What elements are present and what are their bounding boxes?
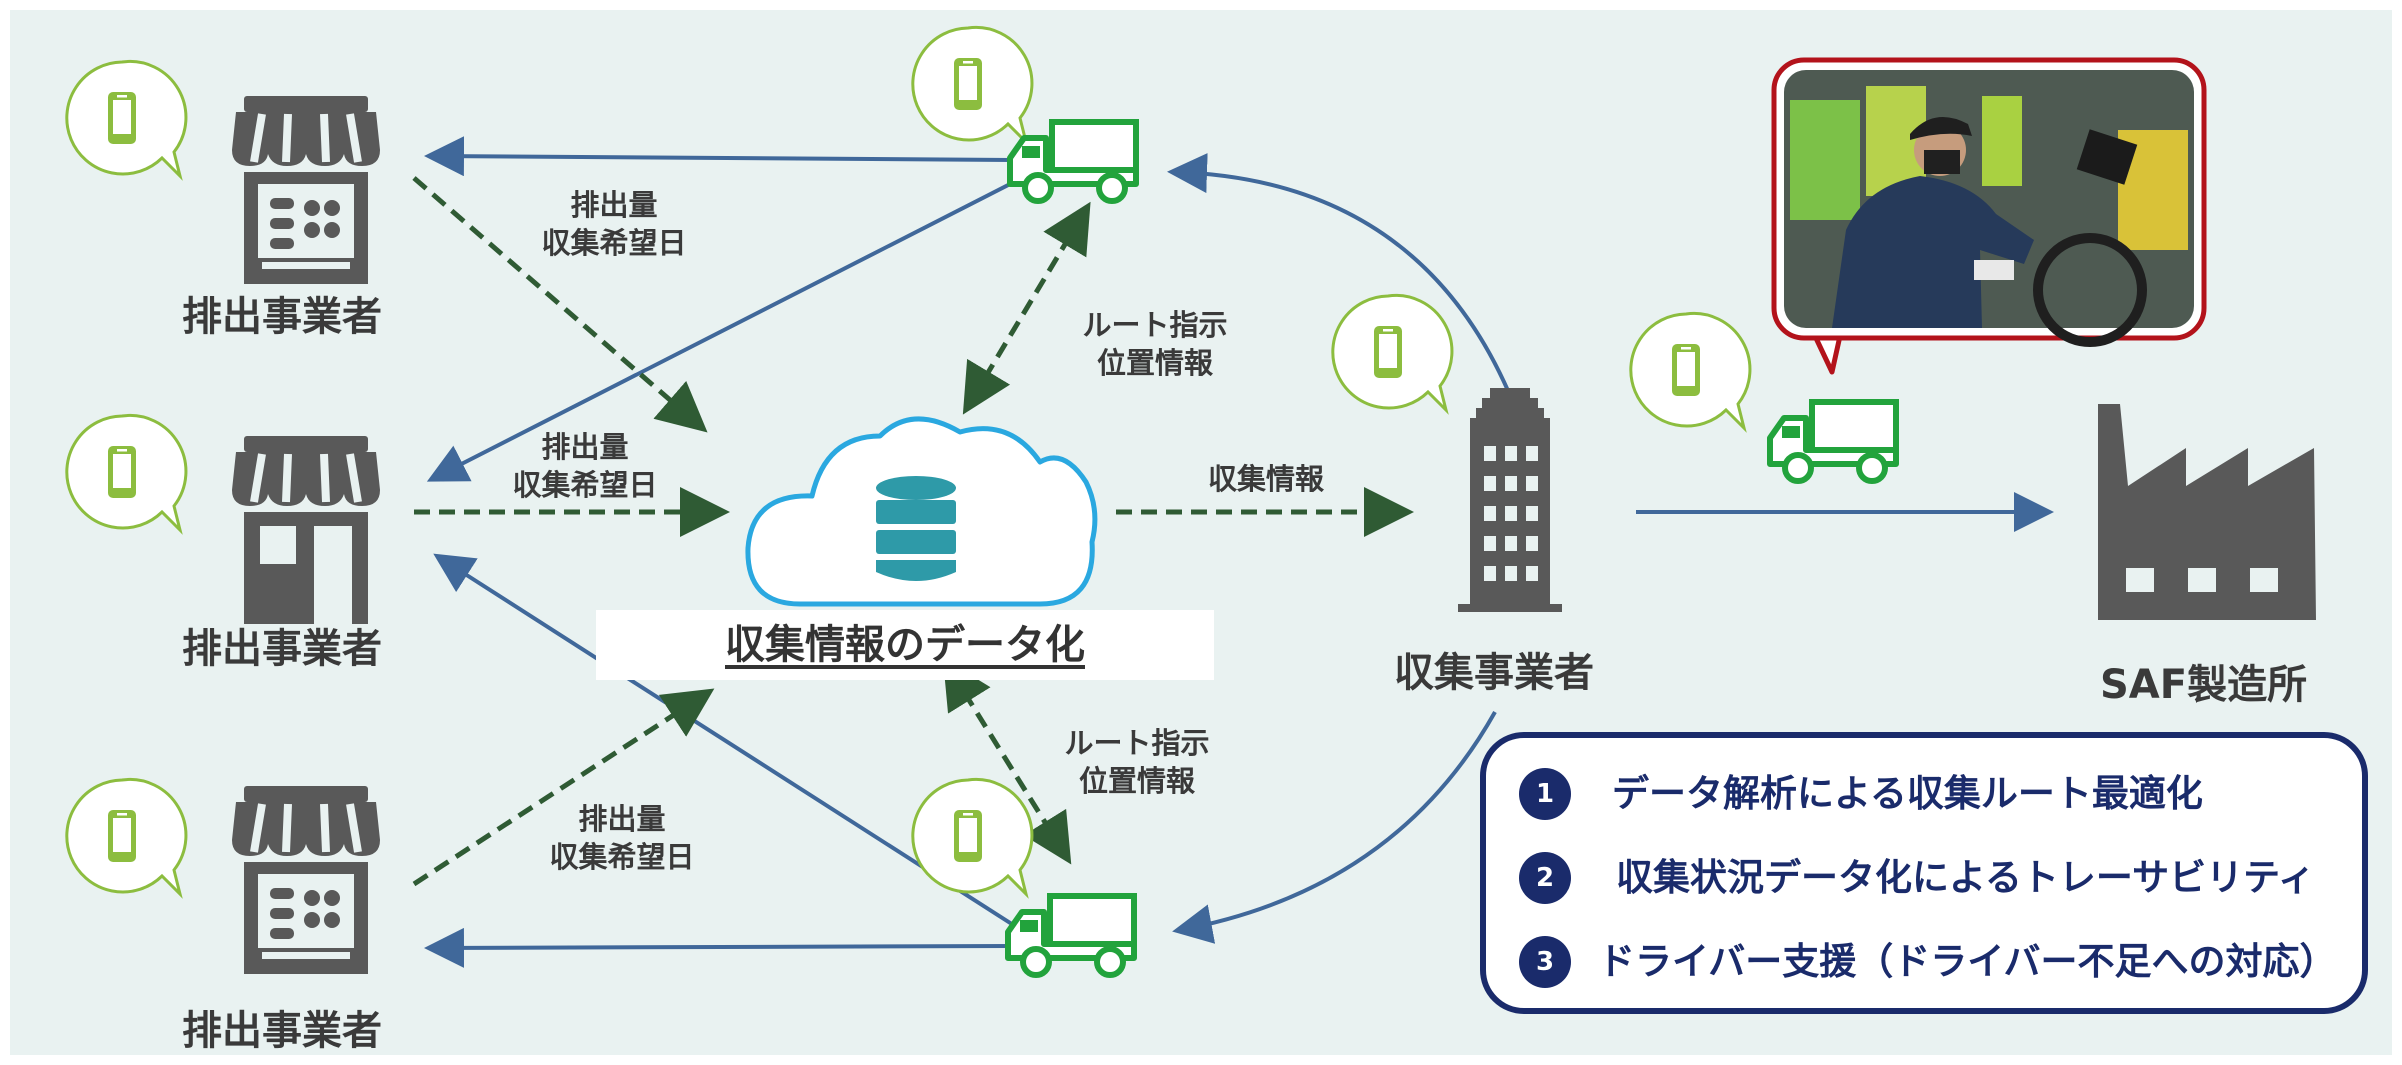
shop-icon xyxy=(232,436,380,624)
feature-text: 収集状況データ化によるトレーサビリティ xyxy=(1616,856,2315,899)
desired-date-text: 収集希望日 xyxy=(549,840,695,874)
solid-arrows xyxy=(424,136,2054,968)
shop-icon xyxy=(232,786,380,974)
feature-text: ドライバー支援（ドライバー不足への対応） xyxy=(1598,940,2337,983)
feature-list: 1 データ解析による収集ルート最適化 2 収集状況データ化によるトレーサビリティ… xyxy=(1480,732,2368,1014)
feature-number-badge: 1 xyxy=(1519,768,1571,820)
location-info-text: 位置情報 xyxy=(1096,346,1213,380)
emission-amount-text: 排出量 xyxy=(541,430,629,464)
feature-number-badge: 3 xyxy=(1519,936,1571,988)
emission-label: 排出量 収集希望日 xyxy=(542,800,702,876)
collector-label: 収集事業者 xyxy=(1394,650,1594,696)
emission-amount-text: 排出量 xyxy=(578,802,666,836)
shop-icon xyxy=(232,96,380,284)
driver-photo xyxy=(1771,57,2207,375)
phone-bubble-icon xyxy=(911,25,1034,144)
cloud-database-icon xyxy=(745,416,1098,607)
factory-icon xyxy=(2098,404,2316,620)
feature-number-badge: 2 xyxy=(1519,852,1571,904)
emitter-label: 排出事業者 xyxy=(182,626,382,672)
phone-bubble-icon xyxy=(65,413,188,532)
phone-bubble-icon xyxy=(1629,311,1752,430)
desired-date-text: 収集希望日 xyxy=(512,468,658,502)
route-label: ルート指示 位置情報 xyxy=(1070,306,1240,382)
dashed-arrows xyxy=(412,176,1414,887)
route-instruction-text: ルート指示 xyxy=(1064,726,1210,760)
emitter-label: 排出事業者 xyxy=(182,294,382,340)
cloud-caption-box xyxy=(596,610,1214,680)
emission-amount-text: 排出量 xyxy=(570,188,658,222)
phone-bubble-icon xyxy=(911,777,1034,896)
phone-bubble-icon xyxy=(65,777,188,896)
route-label: ルート指示 位置情報 xyxy=(1052,724,1222,800)
emitter-label: 排出事業者 xyxy=(182,1008,382,1054)
emission-label: 排出量 収集希望日 xyxy=(534,186,694,262)
phone-bubble-icon xyxy=(65,59,188,178)
feature-item: 2 収集状況データ化によるトレーサビリティ xyxy=(1486,848,2362,908)
saf-plant-label: SAF製造所 xyxy=(2100,662,2308,708)
cloud-caption: 収集情報のデータ化 xyxy=(725,622,1085,668)
route-instruction-text: ルート指示 xyxy=(1082,308,1228,342)
desired-date-text: 収集希望日 xyxy=(541,226,687,260)
collection-info-label: 収集情報 xyxy=(1207,462,1324,496)
phone-bubble-icon xyxy=(1331,293,1454,412)
location-info-text: 位置情報 xyxy=(1078,764,1195,798)
feature-text: データ解析による収集ルート最適化 xyxy=(1612,772,2203,815)
feature-item: 1 データ解析による収集ルート最適化 xyxy=(1486,764,2362,824)
emission-label: 排出量 収集希望日 xyxy=(505,428,665,504)
office-building-icon xyxy=(1458,388,1562,612)
feature-item: 3 ドライバー支援（ドライバー不足への対応） xyxy=(1486,932,2362,992)
